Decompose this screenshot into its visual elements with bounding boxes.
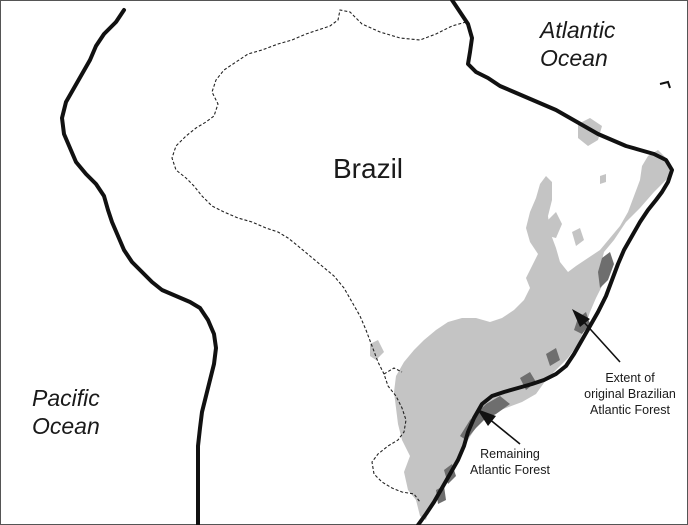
extent-label-line-3: Atlantic Forest bbox=[590, 403, 670, 417]
remaining-forest-label: Remaining Atlantic Forest bbox=[460, 446, 560, 478]
remaining-arrow-line bbox=[487, 417, 521, 445]
remaining-label-line-1: Remaining bbox=[480, 447, 540, 461]
remaining-forest-patch bbox=[598, 252, 614, 288]
original-forest-region bbox=[394, 150, 670, 520]
original-forest-label: Extent of original Brazilian Atlantic Fo… bbox=[576, 370, 684, 418]
brazil-label: Brazil bbox=[333, 153, 404, 184]
extent-arrow-head bbox=[572, 309, 590, 327]
pacific-label-line-1: Pacific bbox=[32, 385, 100, 411]
original-forest-fragment bbox=[600, 174, 606, 184]
coastline-detail bbox=[659, 80, 671, 89]
pacific-label-line-2: Ocean bbox=[32, 413, 100, 439]
atlantic-ocean-label: Atlantic Ocean bbox=[540, 16, 615, 72]
original-forest-fragment bbox=[546, 212, 562, 238]
extent-arrow-line bbox=[581, 319, 621, 363]
remaining-forest-patch bbox=[546, 348, 560, 366]
original-forest-fragment bbox=[370, 340, 384, 360]
extent-label-line-2: original Brazilian bbox=[584, 387, 676, 401]
western-coastline bbox=[60, 8, 218, 525]
original-forest-fragment bbox=[572, 228, 584, 246]
remaining-arrow-head bbox=[477, 409, 496, 426]
atlantic-coastline bbox=[416, 0, 674, 525]
extent-label-line-1: Extent of bbox=[605, 371, 655, 385]
brazil-border bbox=[171, 9, 467, 503]
atlantic-label-line-1: Atlantic bbox=[540, 17, 616, 43]
border-detail bbox=[383, 367, 403, 375]
pacific-ocean-label: Pacific Ocean bbox=[32, 384, 100, 440]
original-forest-fragment bbox=[510, 330, 520, 340]
atlantic-label-line-2: Ocean bbox=[540, 45, 608, 71]
remaining-label-line-2: Atlantic Forest bbox=[470, 463, 550, 477]
